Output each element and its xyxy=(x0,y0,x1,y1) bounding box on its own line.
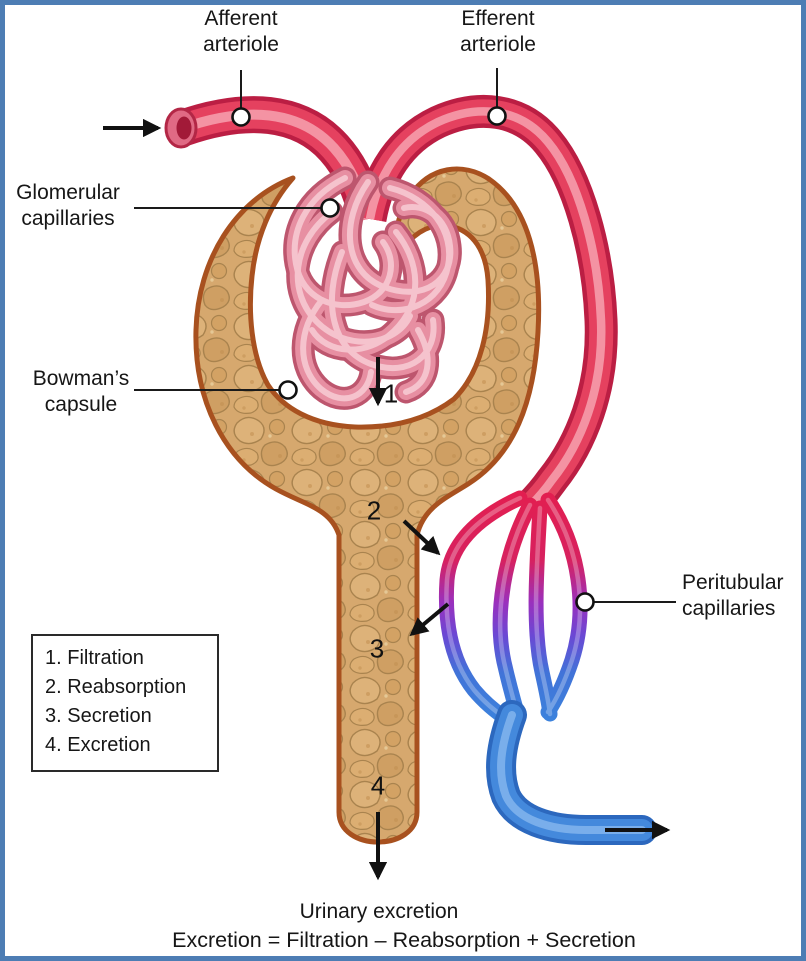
peritubular-anchor-dot xyxy=(575,592,595,612)
legend-item-reabsorption: 2. Reabsorption xyxy=(45,676,187,698)
bowmans-capsule-label: Bowman’s capsule xyxy=(32,367,130,416)
glomerular-capillaries-label: Glomerular capillaries xyxy=(16,181,120,230)
bowmans-anchor-dot xyxy=(278,380,298,400)
step-number-2: 2 xyxy=(366,495,382,526)
peritubular-capillaries-label: Peritubular capillaries xyxy=(682,571,784,620)
step-number-1: 1 xyxy=(383,378,399,409)
peritubular-capillaries-strands xyxy=(446,498,580,720)
efferent-anchor-dot xyxy=(487,106,507,126)
secretion-arrow xyxy=(409,602,450,637)
legend-item-filtration: 1. Filtration xyxy=(45,647,144,669)
step-number-4: 4 xyxy=(370,770,386,801)
bowmans-capsule-and-tubule-shape xyxy=(193,166,542,845)
legend-item-secretion: 3. Secretion xyxy=(45,705,152,727)
step-number-3: 3 xyxy=(369,633,385,664)
excretion-formula-caption: Excretion = Filtration – Reabsorption + … xyxy=(172,928,636,952)
process-legend-box: 1. Filtration 2. Reabsorption 3. Secreti… xyxy=(31,634,219,772)
efferent-arteriole-label: Efferent arteriole xyxy=(460,7,536,56)
afferent-arteriole-vessel xyxy=(164,109,368,219)
reabsorption-arrow xyxy=(402,519,441,556)
legend-item-excretion: 4. Excretion xyxy=(45,734,151,756)
venule-vessel xyxy=(501,715,642,830)
urinary-excretion-caption: Urinary excretion xyxy=(299,900,459,923)
glomerular-anchor-dot xyxy=(320,198,340,218)
afferent-anchor-dot xyxy=(231,107,251,127)
afferent-lumen xyxy=(176,116,192,140)
afferent-arteriole-label: Afferent arteriole xyxy=(203,7,279,56)
